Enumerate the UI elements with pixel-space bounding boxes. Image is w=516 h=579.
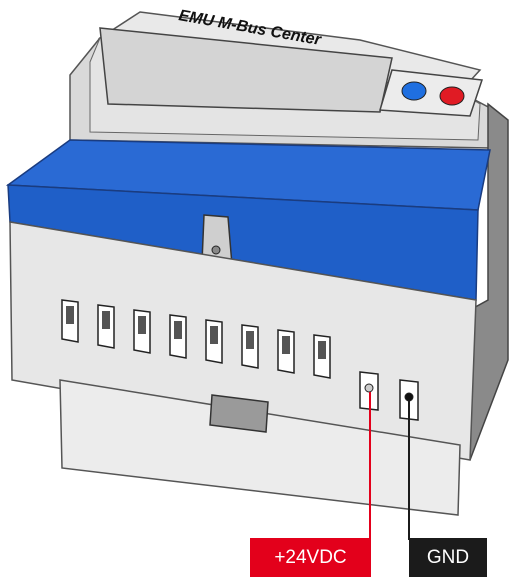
terminal-9-screw-icon [365,384,373,392]
latch-screw-icon [212,246,220,254]
positive-supply-label: +24VDC [250,538,371,577]
terminal-10-screw-icon [405,393,413,401]
blue-button[interactable] [402,82,426,100]
ground-label: GND [409,538,487,577]
din-rail-slot [210,395,268,432]
red-button[interactable] [440,87,464,105]
